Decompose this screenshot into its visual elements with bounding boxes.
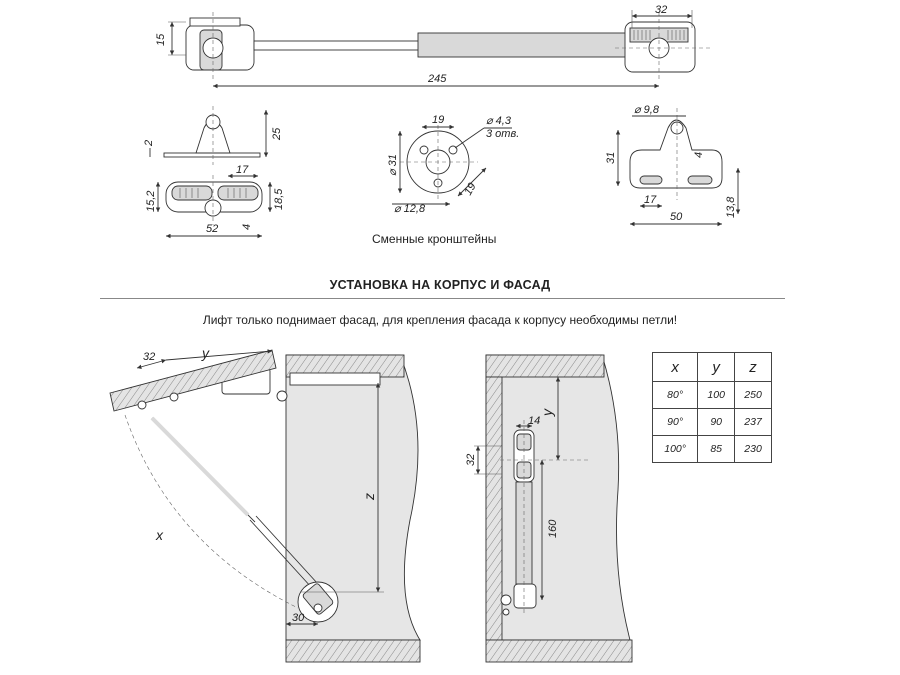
header-z: z	[734, 352, 772, 382]
table-cell: 230	[734, 435, 772, 463]
dim-right-c: 13,8	[725, 196, 737, 218]
table-cell: 100°	[651, 435, 699, 463]
install-right-diagram: 14 y 32 160	[465, 354, 633, 663]
dim-plate-thickness: 2	[143, 140, 155, 147]
dim-height-a: 25	[271, 127, 283, 141]
dim-side-b: 19	[462, 181, 479, 198]
dim-width-left: 15,2	[145, 191, 157, 212]
dim-slot-c: 17	[644, 194, 657, 206]
table-cell: 90°	[651, 408, 699, 436]
bracket-b-drawing: 19 ⌀ 4,3 3 отв. ⌀ 31 19 ⌀ 12,8	[387, 114, 519, 215]
dim-offset-c: 4	[693, 152, 705, 158]
dim-length: 245	[427, 73, 447, 85]
label-offset-right: 32	[465, 454, 477, 466]
installation-note: Лифт только поднимает фасад, для креплен…	[202, 313, 678, 327]
table-cell: 80°	[651, 381, 699, 409]
table-cell: 100	[697, 381, 736, 409]
dim-height-c: 31	[605, 152, 617, 164]
dim-top-c: ⌀ 9,8	[634, 104, 660, 116]
header-x: x	[651, 352, 699, 382]
label-y-left: y	[201, 345, 210, 361]
section-heading: УСТАНОВКА НА КОРПУС И ФАСАД	[329, 278, 551, 292]
dim-top-b: 19	[432, 114, 444, 126]
table-cell: 90	[697, 408, 736, 436]
header-y: y	[697, 352, 736, 382]
dim-inner: ⌀ 12,8	[394, 203, 426, 215]
install-left-diagram: x 32 y z 30	[109, 345, 421, 663]
label-z: z	[361, 493, 377, 501]
dim-top-right: 32	[655, 4, 667, 16]
dim-length-a: 52	[206, 223, 218, 235]
table-row: 90° 90 237	[651, 408, 772, 436]
dim-slot-a: 17	[236, 164, 249, 176]
label-width: 14	[528, 415, 540, 427]
dim-holes-count: 3 отв.	[486, 128, 519, 140]
table-row: 80° 100 250	[651, 381, 772, 409]
label-y-right: y	[539, 408, 555, 417]
dim-width-right: 18,5	[273, 188, 285, 210]
label-top-offset: 32	[143, 351, 155, 363]
dim-offset-a: 4	[241, 224, 253, 230]
table-row: 100° 85 230	[651, 435, 772, 463]
bracket-c-drawing: ⌀ 9,8 31 4 17 50 13,8	[605, 104, 741, 227]
angle-table-header: x y z	[651, 352, 772, 382]
dim-diameter: ⌀ 31	[387, 154, 399, 176]
table-cell: 237	[734, 408, 772, 436]
label-x: x	[155, 527, 164, 543]
label-length: 160	[547, 519, 559, 538]
gas-lift-top-view: 15 32 245	[155, 4, 712, 89]
table-cell: 85	[697, 435, 736, 463]
bracket-a-drawing: 2 25 17 15,2 18,5 4 52	[143, 106, 285, 239]
label-bottom-offset: 30	[292, 612, 305, 624]
dim-length-c: 50	[670, 211, 683, 223]
angle-table: x y z 80° 100 250 90° 90 237 100° 85 230	[651, 352, 772, 463]
dim-height: 15	[155, 33, 167, 46]
dim-hole: ⌀ 4,3	[486, 115, 512, 127]
section-divider	[100, 298, 785, 299]
brackets-caption: Сменные кронштейны	[372, 232, 497, 246]
table-cell: 250	[734, 381, 772, 409]
